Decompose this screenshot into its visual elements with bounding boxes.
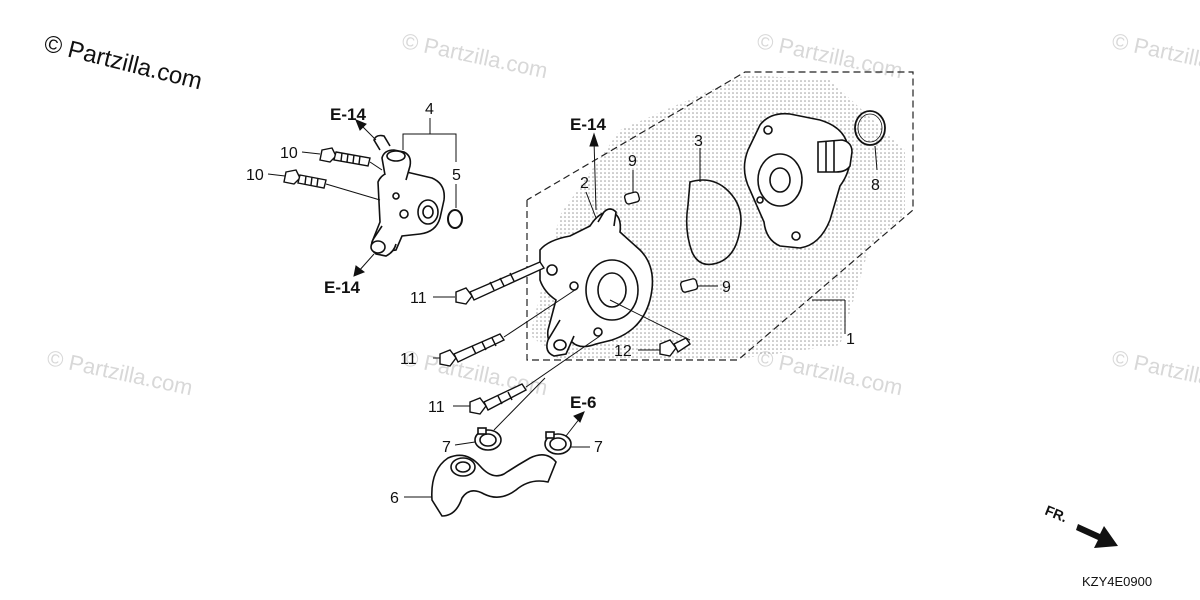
ref-e6: E-6 bbox=[570, 393, 596, 412]
bolt-11-top bbox=[455, 261, 546, 305]
ref-e14-lower: E-14 bbox=[324, 278, 360, 297]
callout-1: 1 bbox=[846, 331, 855, 348]
dowel-pin-9-lower bbox=[679, 278, 699, 293]
water-pump-cover bbox=[539, 208, 654, 357]
callout-5: 5 bbox=[452, 167, 461, 184]
callout-10-upper: 10 bbox=[280, 145, 298, 162]
bolt-12 bbox=[659, 337, 691, 357]
callout-9-lower: 9 bbox=[722, 279, 731, 296]
leader-lines bbox=[267, 118, 878, 498]
callout-6: 6 bbox=[390, 490, 399, 507]
o-ring-8 bbox=[854, 110, 886, 146]
diagram-code: KZY4E0900 bbox=[1082, 574, 1153, 589]
callout-10-lower: 10 bbox=[246, 167, 264, 184]
callout-4: 4 bbox=[425, 101, 434, 118]
o-ring-5 bbox=[447, 209, 463, 229]
callout-7-right: 7 bbox=[594, 439, 603, 456]
front-arrow-icon bbox=[1076, 524, 1118, 548]
hose-clamp-7-left bbox=[474, 427, 502, 451]
callout-2: 2 bbox=[580, 175, 589, 192]
callout-8: 8 bbox=[871, 177, 880, 194]
bolt-10-upper bbox=[319, 147, 371, 167]
ref-e14-pump: E-14 bbox=[570, 115, 606, 134]
dowel-pin-9-upper bbox=[623, 191, 641, 205]
callout-12: 12 bbox=[614, 343, 632, 360]
bolt-11-middle bbox=[439, 333, 506, 367]
water-pump-body bbox=[743, 112, 853, 249]
assembly-box bbox=[526, 71, 914, 361]
callout-11-middle: 11 bbox=[400, 351, 417, 368]
callout-3: 3 bbox=[694, 133, 703, 150]
thermostat-housing bbox=[370, 134, 446, 257]
callout-7-left: 7 bbox=[442, 439, 451, 456]
callout-11-top: 11 bbox=[410, 290, 427, 307]
ref-e14-upper: E-14 bbox=[330, 105, 366, 124]
hose-clamp-7-right bbox=[544, 431, 572, 455]
front-label: FR. bbox=[1043, 502, 1070, 525]
callout-11-bottom: 11 bbox=[428, 399, 445, 416]
water-hose-6 bbox=[431, 454, 557, 517]
bolt-11-bottom bbox=[469, 383, 528, 415]
ref-arrows bbox=[353, 119, 599, 437]
gasket-3 bbox=[685, 179, 742, 266]
callout-9-upper: 9 bbox=[628, 153, 637, 170]
bolt-10-lower bbox=[283, 169, 327, 189]
